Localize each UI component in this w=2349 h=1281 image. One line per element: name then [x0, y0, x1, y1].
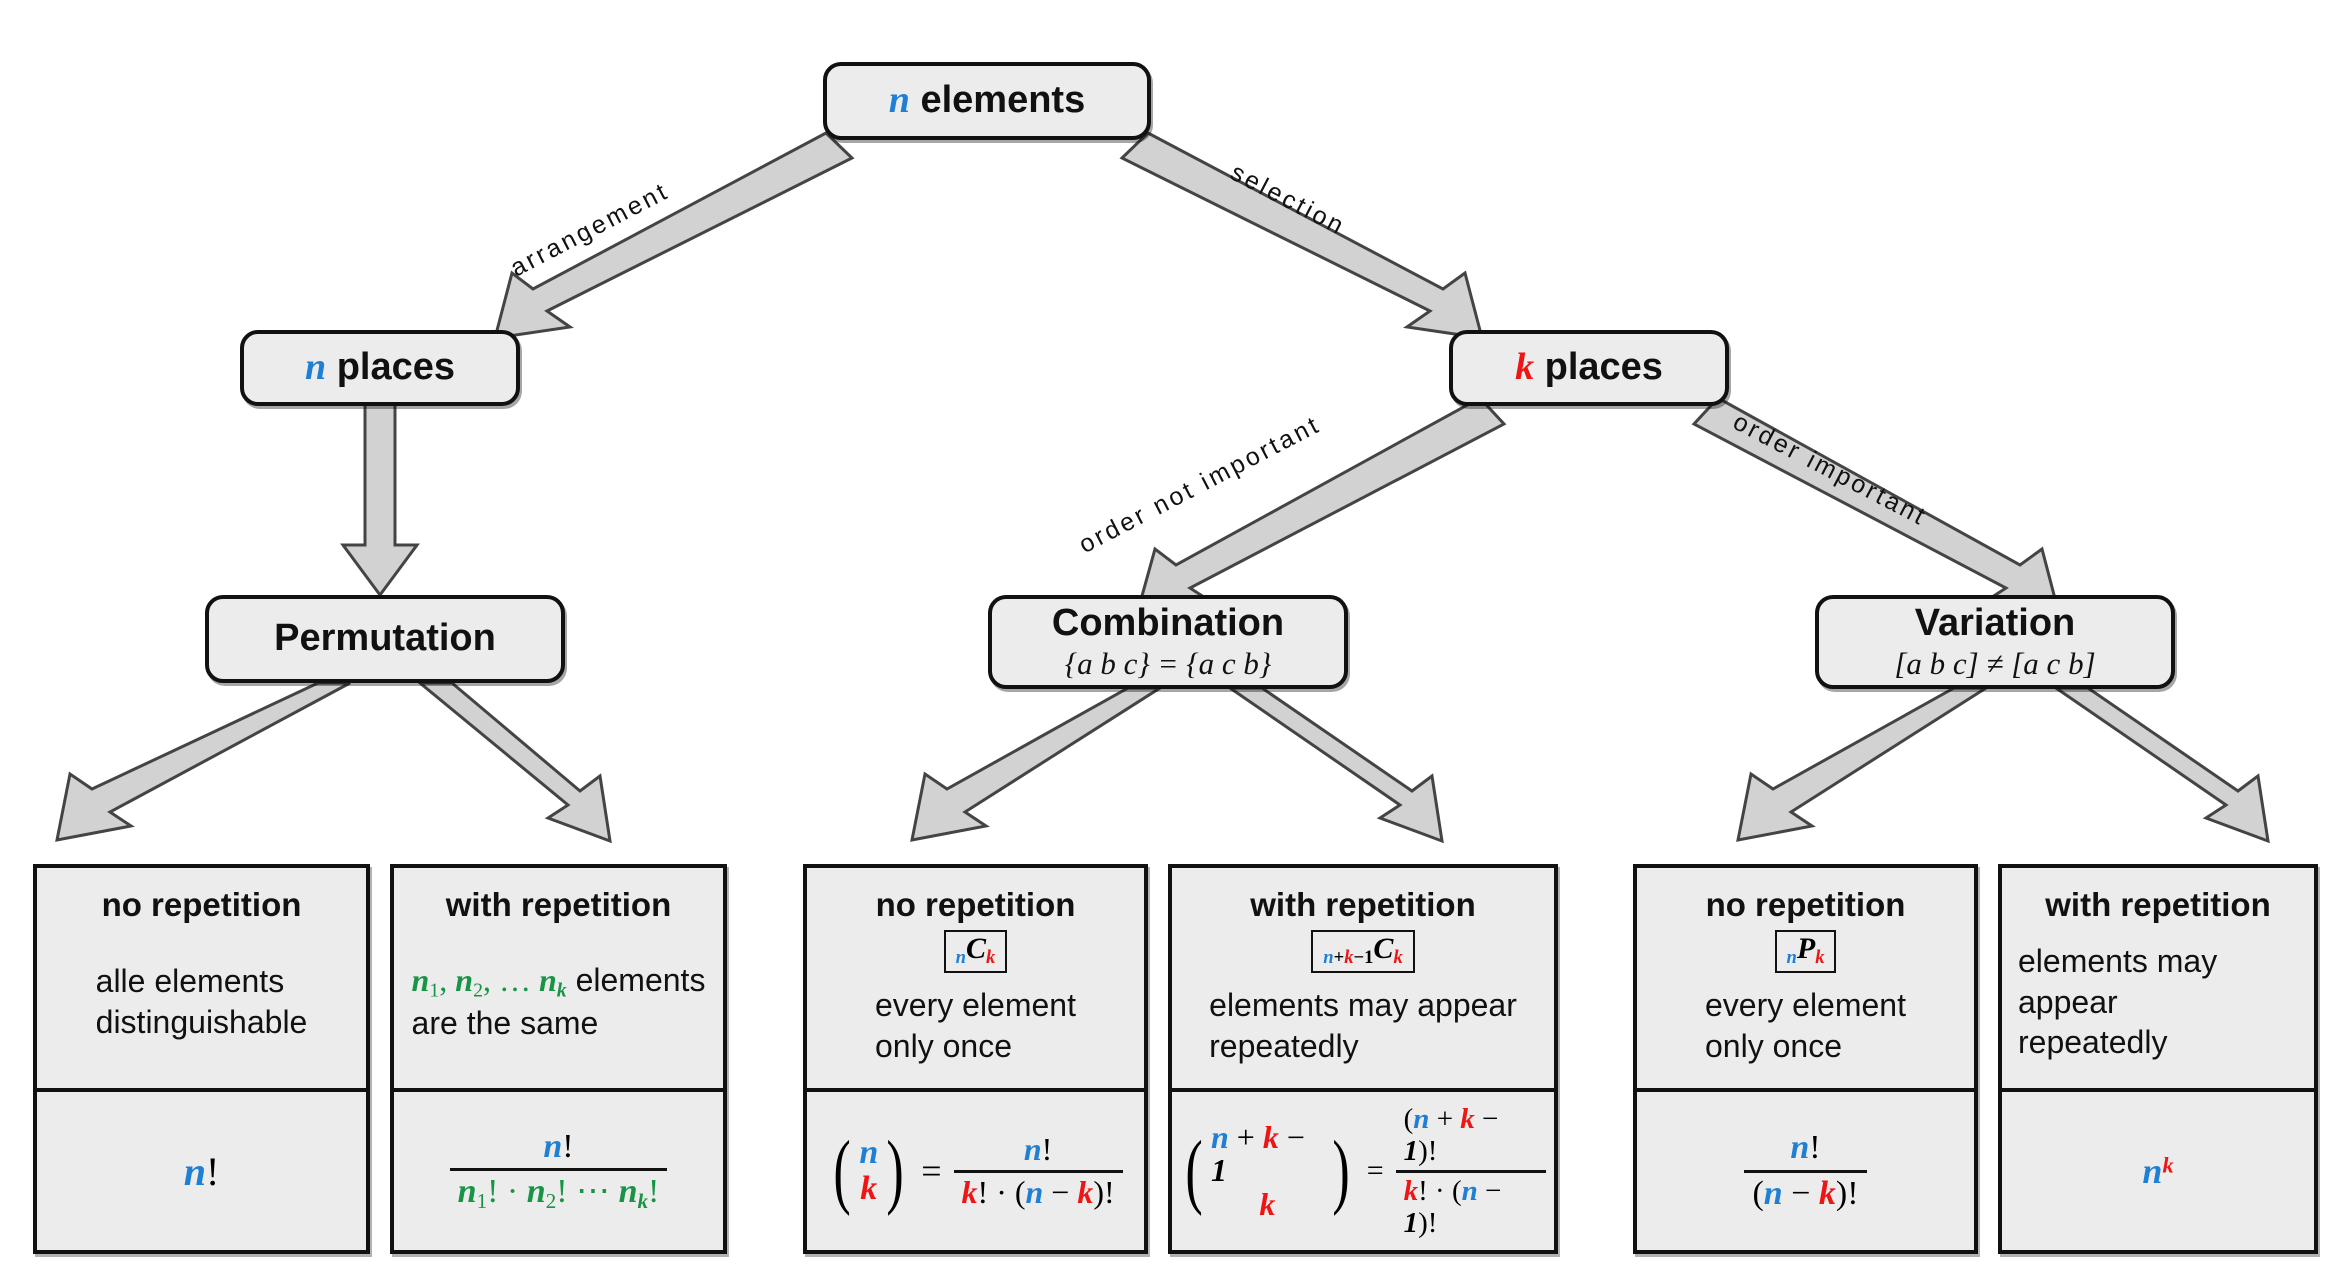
desc-line-1: elements may appear [2018, 942, 2218, 1020]
node-variation-example: [a b c] ≠ [a c b] [1894, 646, 2096, 682]
edge-selection [1119, 131, 1485, 340]
node-variation[interactable]: Variation [a b c] ≠ [a c b] [1815, 595, 2175, 689]
var-n: n [888, 79, 910, 122]
edge-arrangement [492, 131, 855, 340]
node-combination-title: Combination [1051, 601, 1285, 644]
edge-combination-left [910, 686, 1166, 842]
edge-combination-right [1225, 686, 1444, 844]
leaf-heading: with repetition [2045, 886, 2271, 923]
leaf-formula: n! (n − k)! [1637, 1092, 1974, 1250]
leaf-description: n1, n2, … nk elements are the same [411, 961, 706, 1042]
leaf-upper: with repetition n1, n2, … nk elements ar… [394, 868, 723, 1092]
node-combination-example: {a b c} = {a c b} [1064, 646, 1272, 682]
leaf-formula: n! [183, 1148, 220, 1194]
edge-permutation-left [55, 681, 351, 842]
node-n-places-word: places [336, 346, 455, 389]
desc-line-1: every element [1705, 987, 1906, 1024]
node-n-elements[interactable]: n elements [823, 62, 1151, 140]
desc-line-1: every element [875, 987, 1076, 1024]
leaf-description: every element only once [869, 985, 1082, 1067]
leaf-heading: no repetition [101, 886, 302, 923]
desc-line-1: elements may appear [1209, 987, 1517, 1024]
leaf-permutation-with-repetition[interactable]: with repetition n1, n2, … nk elements ar… [390, 864, 727, 1254]
desc-line-2: distinguishable [95, 1004, 308, 1040]
node-combination[interactable]: Combination {a b c} = {a c b} [988, 595, 1348, 689]
desc-line-2: only once [1705, 1028, 1842, 1065]
leaf-description: elements may appear repeatedly [1203, 985, 1523, 1067]
leaf-description: elements may appear repeatedly [2012, 941, 2304, 1064]
node-permutation-title: Permutation [274, 617, 496, 660]
edge-variation-left [1736, 686, 1992, 842]
node-k-places[interactable]: k places [1449, 330, 1729, 406]
desc-line-2: repeatedly [2018, 1024, 2168, 1061]
node-n-places[interactable]: n places [240, 330, 520, 406]
node-variation-title: Variation [1914, 601, 2076, 644]
node-n-elements-word: elements [920, 79, 1086, 122]
node-k-places-label: k places [1515, 346, 1663, 390]
var-n: n [304, 346, 327, 389]
leaf-heading: no repetition [875, 886, 1076, 923]
edge-n-places-permutation [340, 393, 420, 598]
leaf-symbol-n-plus-k-minus-1-C-k: n+k−1Ck [1311, 930, 1415, 973]
node-n-places-label: n places [305, 346, 455, 390]
edge-permutation-right [415, 681, 612, 844]
desc-line-1: alle elements [95, 963, 285, 1000]
desc-line-2: are the same [411, 1005, 599, 1042]
leaf-description: every element only once [1699, 985, 1912, 1067]
leaf-permutation-no-repetition[interactable]: no repetition alle elements distinguisha… [33, 864, 370, 1254]
leaf-symbol-nPk: nPk [1774, 930, 1837, 973]
leaf-description: alle elements distinguishable [90, 961, 314, 1043]
node-n-elements-label: n elements [889, 79, 1085, 123]
leaf-upper: no repetition nPk every element only onc… [1637, 868, 1974, 1092]
desc-line-2: only once [875, 1028, 1012, 1065]
leaf-formula: nk [2142, 1151, 2174, 1191]
leaf-combination-no-repetition[interactable]: no repetition nCk every element only onc… [803, 864, 1148, 1254]
leaf-heading: with repetition [1250, 886, 1476, 923]
leaf-formula: n! n1! · n2! ⋯ nk! [394, 1092, 723, 1250]
desc-line-2: repeatedly [1209, 1028, 1359, 1065]
leaf-symbol-nCk: nCk [943, 930, 1008, 973]
leaf-heading: with repetition [445, 886, 672, 923]
desc-line-1: n1, n2, … nk [411, 961, 567, 1002]
leaf-variation-no-repetition[interactable]: no repetition nPk every element only onc… [1633, 864, 1978, 1254]
node-k-places-word: places [1544, 346, 1663, 389]
edge-variation-right [2051, 686, 2270, 844]
leaf-upper: with repetition elements may appear repe… [2002, 868, 2314, 1092]
leaf-upper: no repetition nCk every element only onc… [807, 868, 1144, 1092]
leaf-upper: with repetition n+k−1Ck elements may app… [1172, 868, 1554, 1092]
leaf-variation-with-repetition[interactable]: with repetition elements may appear repe… [1998, 864, 2318, 1254]
node-permutation[interactable]: Permutation [205, 595, 565, 683]
leaf-heading: no repetition [1705, 886, 1906, 923]
leaf-combination-with-repetition[interactable]: with repetition n+k−1Ck elements may app… [1168, 864, 1558, 1254]
leaf-upper: no repetition alle elements distinguisha… [37, 868, 366, 1092]
var-k: k [1515, 346, 1535, 389]
